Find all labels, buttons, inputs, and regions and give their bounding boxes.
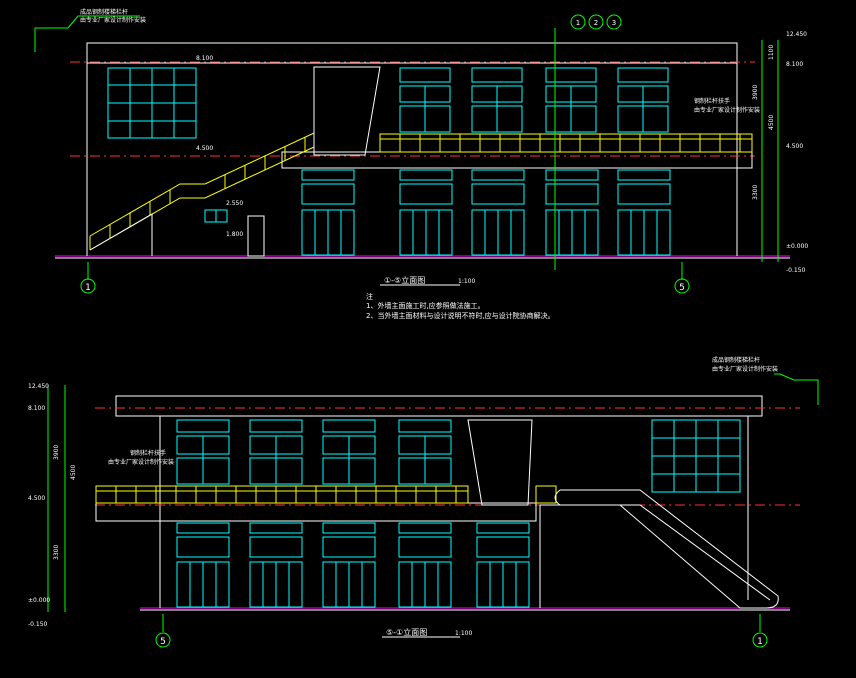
bottom-callout-right-2: 由专业厂家设计制作安装 — [712, 365, 778, 373]
top-callout-left-1: 成品钢制楼梯栏杆 — [80, 8, 128, 16]
axis-ref-a: 1 — [576, 19, 580, 27]
bottom-stair — [539, 489, 779, 609]
axis-ref-c: 3 — [612, 19, 616, 27]
top-axis-right-bubble — [674, 278, 690, 294]
top-elev-roof: 12.450 — [786, 31, 807, 38]
bottom-axis-right-label: 1 — [757, 637, 763, 647]
bottom-lower-windows — [176, 522, 530, 608]
bottom-upper-windows — [176, 419, 452, 485]
bottom-elevation: 5 1 成品钢制楼梯栏杆 由专业厂家设计制作安装 钢制栏杆扶手 由专业厂家设计制… — [28, 356, 819, 648]
bottom-callout-left-1: 钢制栏杆扶手 — [130, 449, 166, 457]
bottom-title: ⑤-①立面图 — [386, 627, 427, 637]
top-dim-1: 3900 — [752, 85, 759, 100]
top-elev-win-top: 8.100 — [786, 61, 803, 68]
top-callout-right-2: 由专业厂家设计制作安装 — [694, 106, 760, 114]
top-elev-window-bottom: 4.500 — [196, 145, 213, 152]
top-title: ①-⑤立面图 — [384, 275, 425, 285]
top-axis-left-label: 1 — [85, 283, 91, 293]
top-elev-ground: ±0.000 — [786, 243, 808, 250]
top-elevation: 1 5 1 2 3 成品钢制楼梯栏杆 由专业厂家设计制作安装 钢制栏杆扶手 由专… — [34, 8, 808, 294]
top-elev-neg: -0.150 — [786, 267, 806, 274]
top-elev-upper: 4.500 — [786, 143, 803, 150]
notes-line-2: 2、当外墙主面材料与设计说明不符时,应与设计院协商解决。 — [366, 311, 555, 320]
bottom-callout-left-2: 由专业厂家设计制作安装 — [108, 458, 174, 466]
top-axis-left-bubble — [80, 278, 96, 294]
top-axis-right-label: 5 — [679, 283, 685, 293]
bottom-elev-win-top: 8.100 — [28, 405, 45, 412]
bottom-dim-2: 4500 — [70, 465, 77, 480]
top-upper-windows — [399, 67, 669, 133]
top-callout-right-1: 钢制栏杆扶手 — [694, 97, 730, 105]
top-dim-3: 3300 — [752, 185, 759, 200]
bottom-axis-left-bubble — [155, 632, 171, 648]
bottom-balcony-railing — [95, 485, 557, 504]
notes-line-1: 1、外墙主面施工时,应参照做法施工。 — [366, 301, 485, 310]
bottom-elev-upper: 4.500 — [28, 495, 45, 502]
bottom-callout-right-1: 成品钢制楼梯栏杆 — [712, 356, 760, 364]
bottom-scale: 1:100 — [455, 630, 472, 637]
notes-title: 注 — [366, 292, 373, 301]
bottom-elev-ground: ±0.000 — [28, 597, 50, 604]
top-balcony-railing — [379, 133, 753, 153]
notes: 注 1、外墙主面施工时,应参照做法施工。 2、当外墙主面材料与设计说明不符时,应… — [366, 292, 555, 320]
top-elev-door: 1.800 — [226, 231, 243, 238]
bottom-dim-3: 3300 — [53, 545, 60, 560]
top-dim-2: 4500 — [768, 115, 775, 130]
bottom-window-grid — [651, 419, 741, 493]
top-scale: 1:100 — [458, 278, 475, 285]
top-lower-windows — [301, 169, 671, 256]
top-dim-4: 1100 — [768, 45, 775, 60]
axis-ref-b: 2 — [594, 19, 598, 27]
top-elev-window: 8.100 — [196, 55, 213, 62]
bottom-elev-roof: 12.450 — [28, 383, 49, 390]
top-elev-lower-win: 2.550 — [226, 200, 243, 207]
bottom-axis-left-label: 5 — [160, 637, 166, 647]
top-window-grid — [107, 67, 197, 139]
bottom-axis-right-bubble — [752, 632, 768, 648]
top-callout-left-2: 由专业厂家设计制作安装 — [80, 16, 146, 24]
bottom-dim-1: 3900 — [53, 445, 60, 460]
bottom-elev-neg: -0.150 — [28, 621, 48, 628]
